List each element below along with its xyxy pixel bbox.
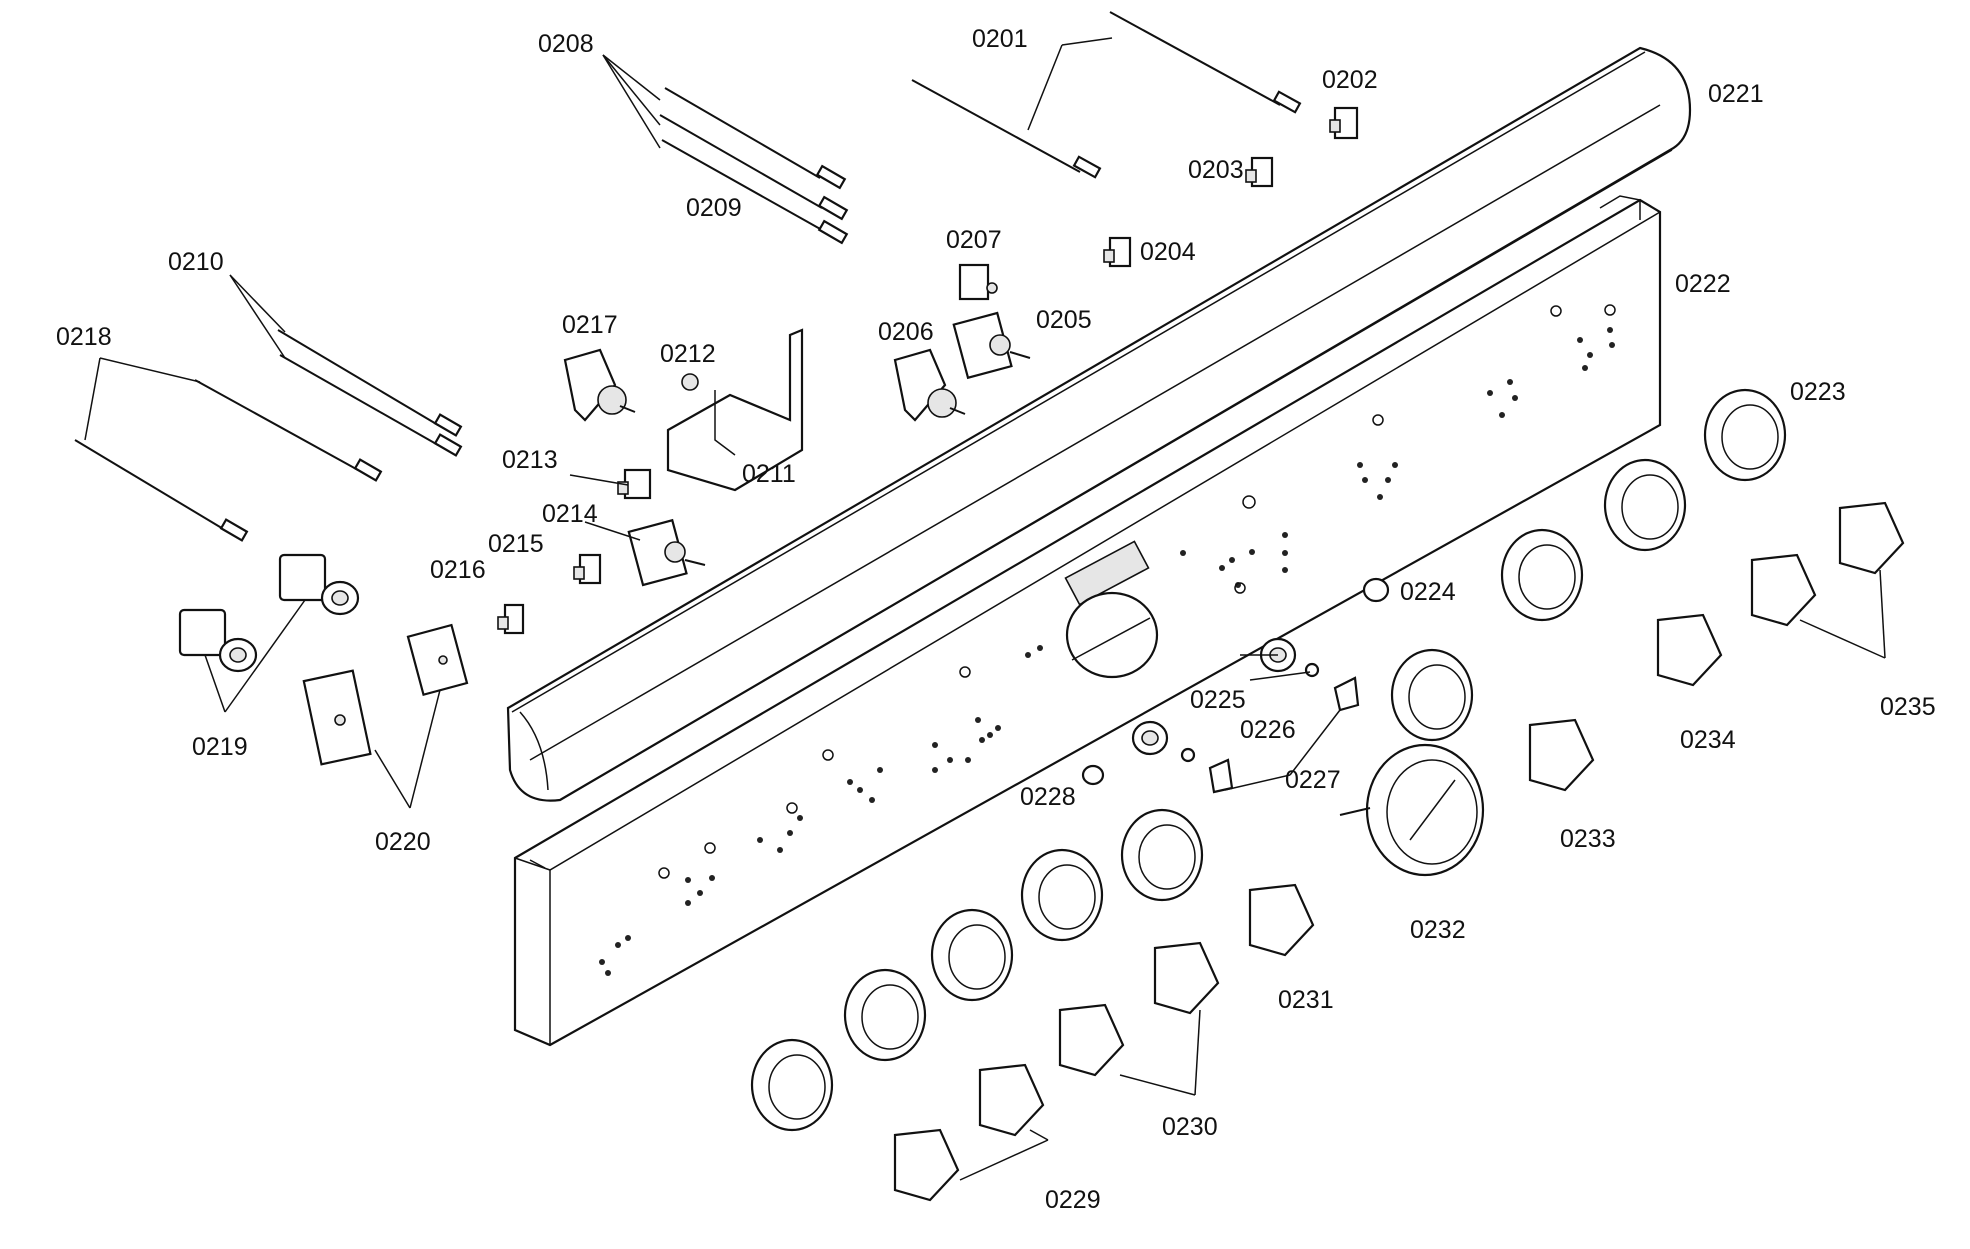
label-0230: 0230 [1162, 1113, 1218, 1141]
label-0222: 0222 [1675, 270, 1731, 298]
label-0217: 0217 [562, 311, 618, 339]
display-window [1065, 591, 1159, 679]
label-0210: 0210 [168, 248, 224, 276]
label-0215: 0215 [488, 530, 544, 558]
label-0234: 0234 [1680, 726, 1736, 754]
label-0225: 0225 [1190, 686, 1246, 714]
panel-hole-rings [658, 304, 1616, 879]
label-0235: 0235 [1880, 693, 1936, 721]
control-knobs [893, 501, 1905, 1202]
label-0227: 0227 [1285, 766, 1341, 794]
label-0203: 0203 [1188, 156, 1244, 184]
label-0205: 0205 [1036, 306, 1092, 334]
part-labels: 0201 0202 0203 0204 0205 0206 0207 0208 … [56, 25, 1936, 1214]
label-0232: 0232 [1410, 916, 1466, 944]
label-0211: 0211 [742, 460, 796, 488]
control-panel [513, 195, 1662, 1047]
label-0218: 0218 [56, 323, 112, 351]
bracket [666, 328, 804, 492]
label-0209: 0209 [686, 194, 742, 222]
small-components [497, 106, 1359, 635]
label-0229: 0229 [1045, 1186, 1101, 1214]
label-0233: 0233 [1560, 825, 1616, 853]
brand-emblem [1064, 540, 1150, 606]
label-0201: 0201 [972, 25, 1028, 53]
dial-bezels [750, 388, 1787, 1132]
label-0208: 0208 [538, 30, 594, 58]
label-0207: 0207 [946, 226, 1002, 254]
label-0228: 0228 [1020, 783, 1076, 811]
wire-probes [74, 11, 1302, 542]
label-0223: 0223 [1790, 378, 1846, 406]
label-0219: 0219 [192, 733, 248, 761]
label-0213: 0213 [502, 446, 558, 474]
label-0206: 0206 [878, 318, 934, 346]
label-0204: 0204 [1140, 238, 1196, 266]
label-0224: 0224 [1400, 578, 1456, 606]
trim-bar [506, 46, 1692, 802]
circuit-boards [302, 623, 469, 766]
rotary-switches [563, 348, 966, 422]
gas-valves [178, 553, 360, 673]
label-0202: 0202 [1322, 66, 1378, 94]
label-0212: 0212 [660, 340, 716, 368]
label-0214: 0214 [542, 500, 598, 528]
label-0226: 0226 [1240, 716, 1296, 744]
label-0220: 0220 [375, 828, 431, 856]
label-0216: 0216 [430, 556, 486, 584]
leader-lines [84, 37, 1886, 1181]
label-0231: 0231 [1278, 986, 1334, 1014]
panel-holes [599, 327, 1615, 976]
label-0221: 0221 [1708, 80, 1764, 108]
gauge [1339, 743, 1485, 877]
